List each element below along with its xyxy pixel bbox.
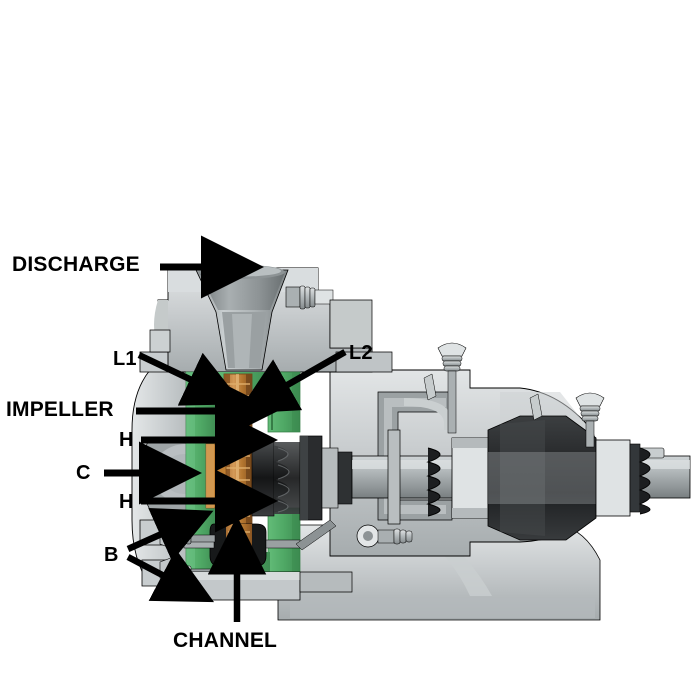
grease-fitting-rear (575, 392, 605, 448)
shaft-seal-bellows-right (426, 447, 441, 517)
label-c: C (76, 462, 91, 484)
arrow-b-upper (126, 507, 214, 562)
label-impeller: IMPELLER (6, 398, 114, 421)
arrow-l1 (137, 352, 243, 406)
label-l1: L1 (113, 348, 137, 370)
label-channel: CHANNEL (173, 629, 278, 652)
bracket-cap-screws (423, 373, 543, 421)
label-discharge: DISCHARGE (12, 253, 140, 276)
label-b: B (104, 544, 119, 566)
drain-hose-barb (356, 524, 413, 548)
lower-casing-flange (185, 571, 353, 601)
rotor-assembly (426, 415, 651, 541)
label-h-lower: H (119, 491, 134, 513)
arrow-b-lower (126, 549, 215, 603)
label-l2: L2 (349, 342, 373, 364)
arrow-l2 (236, 349, 347, 414)
label-h-upper: H (119, 429, 134, 451)
grease-fitting-front (437, 342, 467, 434)
discharge-side-nipple (285, 285, 334, 310)
